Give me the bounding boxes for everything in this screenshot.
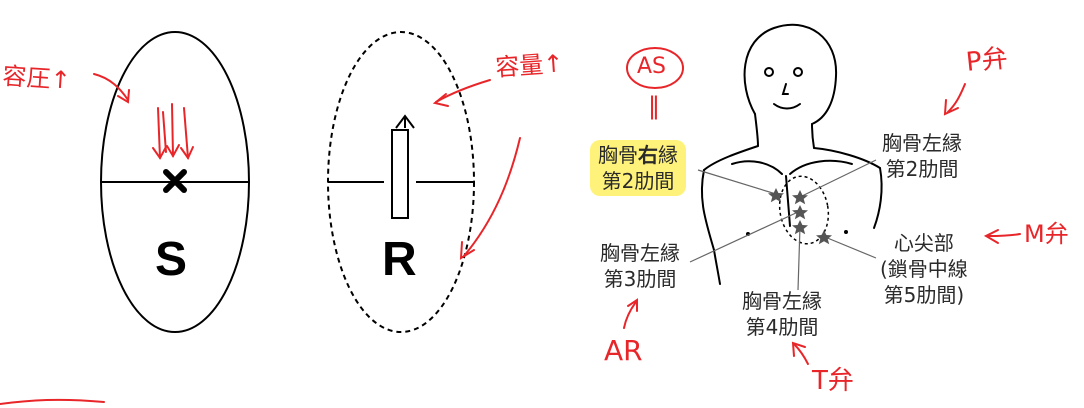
ma-note: M弁 [1024, 220, 1069, 248]
bottom-left-pen-stroke [0, 398, 105, 405]
left-eye [764, 67, 774, 77]
pa-note: P弁 [964, 43, 1010, 78]
mouth [773, 103, 801, 110]
ta-arrowhead [791, 341, 806, 357]
face [764, 67, 803, 110]
ar-note: AR [604, 334, 643, 367]
right-ellipse-letter: R [382, 233, 417, 286]
neck-left [754, 113, 759, 147]
torso-figure [700, 23, 883, 285]
leader-left-2nd [801, 159, 877, 197]
shoulder-right [813, 147, 881, 169]
ar-arrow [623, 301, 637, 329]
highlight: 胸骨右縁 第2肋間 [590, 140, 686, 196]
pressure-note: 容圧↑ [1, 61, 72, 95]
waist-left [713, 249, 721, 285]
nose [781, 83, 789, 95]
star-icon [792, 205, 808, 220]
ma-arrow [987, 233, 1021, 237]
star-icon [792, 220, 808, 235]
ma-arrowhead [983, 229, 999, 244]
star-icon [792, 190, 808, 205]
pressure-note-arrowhead [117, 89, 130, 104]
r-margin-arrow [463, 137, 521, 257]
r-margin-arrowhead [459, 241, 475, 260]
arm-left [700, 169, 715, 251]
leader-left-3rd [689, 211, 799, 263]
shoulder-left [703, 145, 759, 171]
right-nipple [844, 230, 848, 234]
as-equals-mark: ‖ [648, 92, 660, 120]
leader-apex [824, 236, 877, 259]
right-eye [793, 67, 803, 77]
arm-right [873, 167, 883, 229]
as-note: AS [637, 54, 667, 79]
as-circle [626, 47, 684, 89]
label-left-sternal-2nd: 胸骨左縁 第2肋間 [882, 131, 962, 181]
left-ellipse-letter: S [155, 233, 188, 286]
label-left-sternal-4th: 胸骨左縁 第4肋間 [742, 289, 822, 339]
pa-arrow [947, 83, 966, 113]
volume-note-arrow [435, 79, 491, 103]
pa-arrowhead [943, 99, 959, 116]
label-line1: 胸骨右縁 [598, 143, 678, 167]
auscultation-stars [768, 188, 832, 245]
ta-note: T弁 [812, 366, 854, 396]
label-left-sternal-3rd: 胸骨左縁 第3肋間 [600, 241, 680, 291]
clavicle-right [789, 159, 853, 175]
sternum [785, 175, 791, 227]
heart-area-dashed-ellipse [778, 175, 830, 245]
hollow-up-arrow-icon [391, 114, 415, 219]
star-icon [768, 188, 784, 203]
label-line2: 第2肋間 [601, 169, 675, 193]
x-mark-icon [163, 169, 187, 193]
star-icon [816, 230, 832, 245]
leader-left-4th [797, 225, 801, 291]
pressure-note-arrow [93, 73, 129, 101]
label-apex: 心尖部 (鎖骨中線 第5肋間) [880, 231, 968, 307]
volume-note-arrowhead [432, 93, 449, 107]
leader-right-2nd [697, 169, 777, 195]
ta-arrow [793, 343, 809, 365]
volume-note: 容量↑ [494, 49, 565, 82]
ar-arrowhead [627, 298, 638, 312]
neck-right [811, 123, 815, 149]
label-right-sternal-2nd: 胸骨右縁 第2肋間 [590, 140, 686, 196]
head-outline [743, 23, 838, 125]
clavicle-left [731, 160, 783, 175]
pressure-arrows-icon [152, 103, 194, 161]
